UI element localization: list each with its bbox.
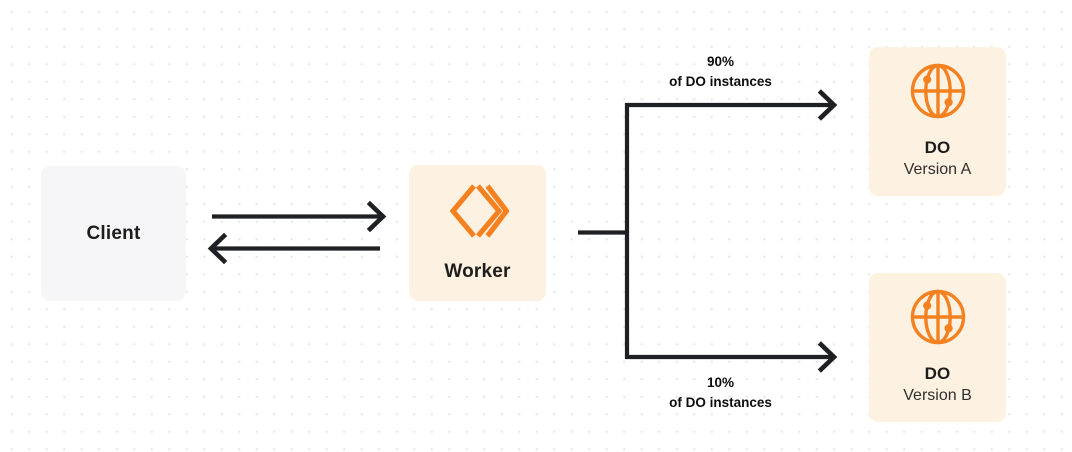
node-client[interactable]: Client (41, 166, 186, 301)
arrow-worker-to-do-a (625, 89, 838, 121)
arrow-client-to-worker (212, 200, 387, 233)
node-do-a-label: DO (924, 138, 951, 157)
edge-label-do-b-percent: 10% (706, 375, 735, 390)
node-worker-label: Worker (444, 261, 511, 283)
node-worker[interactable]: Worker (409, 165, 546, 301)
node-do-version-b[interactable]: DO Version B (869, 273, 1006, 422)
arrow-worker-to-client (207, 232, 380, 265)
durable-object-globe-icon (909, 288, 967, 351)
node-do-version-a[interactable]: DO Version A (869, 47, 1006, 196)
node-do-a-version: Version A (903, 161, 972, 179)
node-do-b-version: Version B (903, 387, 972, 405)
edge-label-do-a-caption: of DO instances (669, 73, 772, 89)
edge-label-do-a-percent: 90% (706, 54, 735, 69)
arrow-worker-to-do-b (625, 341, 838, 373)
cloudflare-workers-icon (447, 183, 510, 244)
node-do-b-label: DO (924, 364, 951, 383)
node-client-label: Client (86, 222, 141, 244)
branch-trunk (578, 103, 630, 359)
edge-label-do-b-caption: of DO instances (669, 394, 772, 410)
edge-label-do-b: 10% of DO instances (597, 373, 844, 412)
durable-object-globe-icon (909, 62, 967, 125)
edge-label-do-a: 90% of DO instances (597, 52, 844, 91)
